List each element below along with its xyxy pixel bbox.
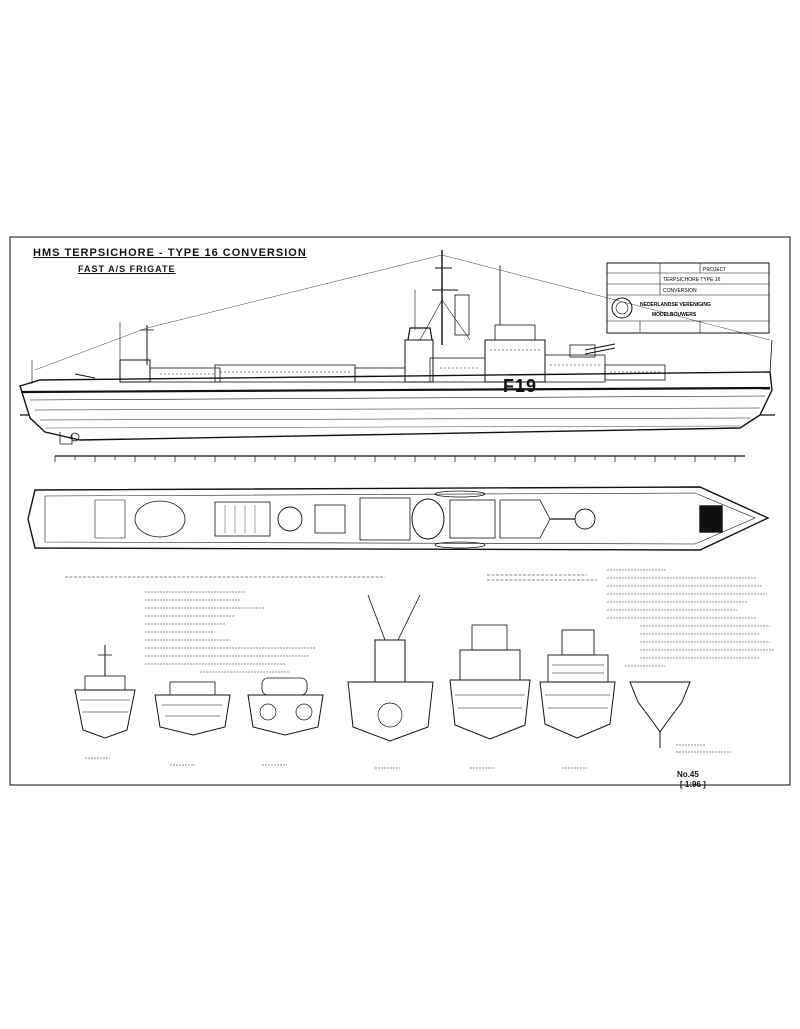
title-block-org1: NEDERLANDSE VERENIGING xyxy=(640,302,711,308)
title-block-org2: MODELBOUWERS xyxy=(652,312,697,318)
sheet-reference: No.45 xyxy=(677,770,699,779)
side-elevation xyxy=(19,250,775,462)
notes-block-left xyxy=(145,591,315,673)
scale-reference: [ 1:96 ] xyxy=(680,780,706,789)
hull-number: F19 xyxy=(503,376,538,396)
drawing-title: HMS TERPSICHORE - TYPE 16 CONVERSION xyxy=(33,247,307,259)
title-block-ship: TERPSICHORE TYPE 16 xyxy=(663,277,721,283)
title-block-project: PROJECT xyxy=(703,267,726,273)
plan-view xyxy=(27,486,770,581)
section-views xyxy=(74,594,731,769)
drawing-border xyxy=(9,236,791,786)
title-block-conversion: CONVERSION xyxy=(663,288,697,294)
title-block: PROJECT TERPSICHORE TYPE 16 CONVERSION N… xyxy=(606,262,770,334)
drawing-subtitle: FAST A/S FRIGATE xyxy=(78,264,176,274)
notes-block-right xyxy=(607,569,775,667)
